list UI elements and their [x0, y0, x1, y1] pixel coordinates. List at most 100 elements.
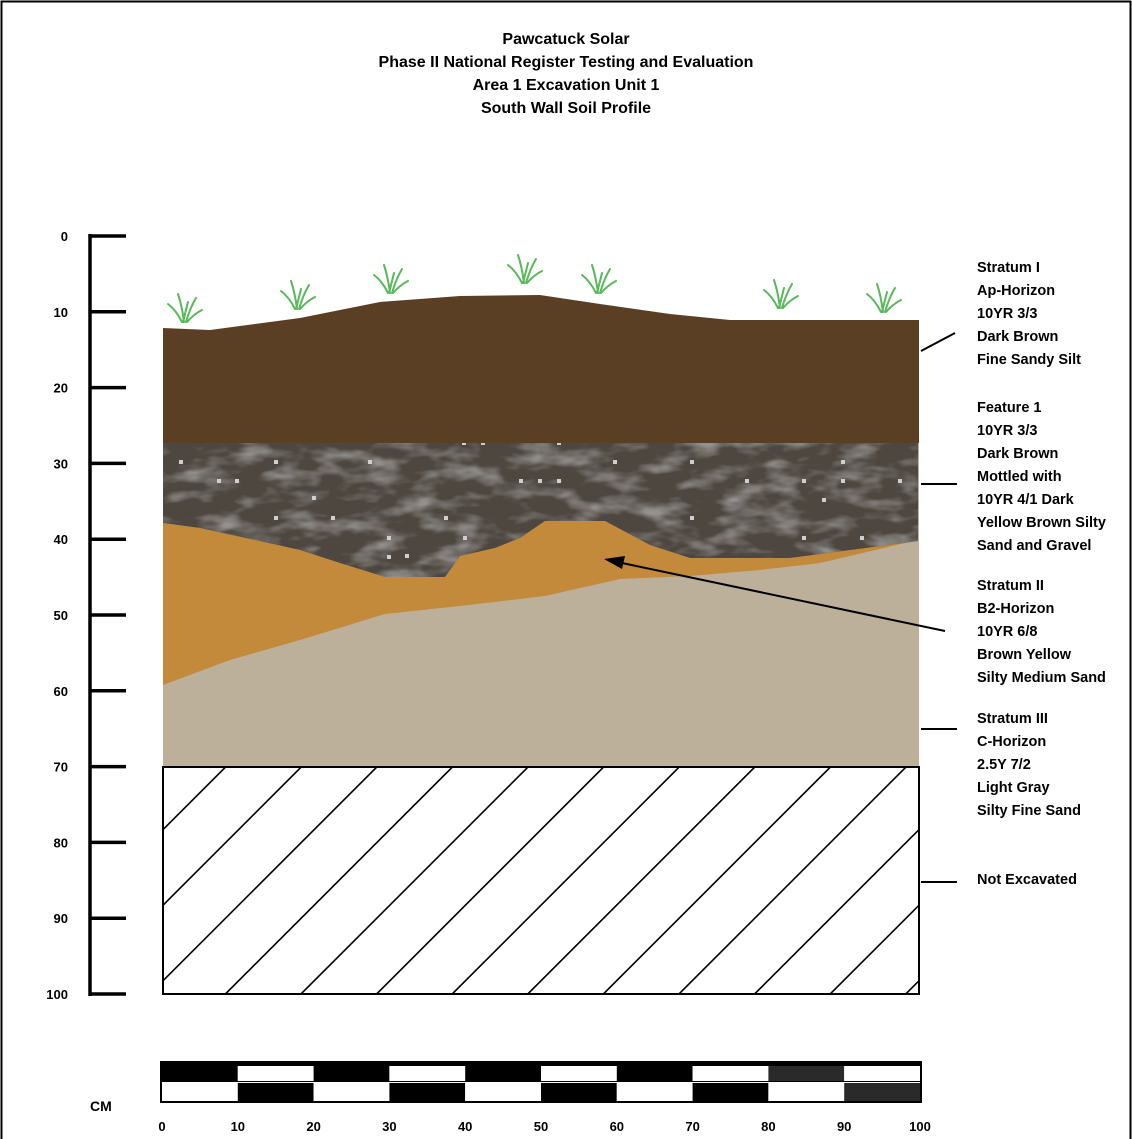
bar-scale-cell — [844, 1083, 920, 1101]
legend-stratum-1-line-5: Fine Sandy Silt — [977, 352, 1081, 368]
bar-scale-tick-label: 60 — [610, 1119, 624, 1134]
bar-scale-cell — [844, 1065, 920, 1082]
gravel-fleck — [519, 479, 523, 483]
gravel-fleck — [312, 496, 316, 500]
bar-scale-cell — [768, 1065, 845, 1082]
depth-tick-label: 40 — [54, 532, 68, 547]
bar-scale-tick-label: 70 — [685, 1119, 699, 1134]
bar-scale-tick-label: 20 — [306, 1119, 320, 1134]
legend-not-excavated-line-1: Not Excavated — [977, 872, 1077, 888]
gravel-fleck — [387, 536, 391, 540]
bar-scale-tick-label: 30 — [382, 1119, 396, 1134]
grass-tuft — [866, 283, 902, 313]
legend-stratum-1-line-1: Stratum I — [977, 260, 1040, 276]
gravel-fleck — [217, 479, 221, 483]
bar-scale-tick-label: 0 — [158, 1119, 165, 1134]
bar-scale-tick-label: 80 — [761, 1119, 775, 1134]
legend-leaders — [920, 332, 957, 883]
bar-scale-cell — [541, 1083, 617, 1101]
bar-scale-cell — [465, 1083, 541, 1101]
grass-tuft — [763, 279, 799, 309]
bar-scale-cell — [162, 1065, 238, 1082]
depth-tick-label: 50 — [54, 608, 68, 623]
depth-tick-label: 20 — [54, 381, 68, 396]
depth-tick-label: 90 — [54, 911, 68, 926]
gravel-fleck — [822, 498, 826, 502]
depth-tick-label: 30 — [54, 456, 68, 471]
gravel-fleck — [841, 460, 845, 464]
depth-tick-label: 80 — [54, 835, 68, 850]
legend-feature-1-line-3: Dark Brown — [977, 446, 1058, 462]
gravel-fleck — [235, 479, 239, 483]
bar-scale-cell — [389, 1083, 466, 1101]
title-line-2: Phase II National Register Testing and E… — [379, 54, 754, 71]
title-line-1: Pawcatuck Solar — [502, 31, 629, 48]
bar-scale-unit-label: CM — [90, 1098, 112, 1114]
legend-feature-1-line-4: Mottled with — [977, 469, 1062, 485]
gravel-fleck — [557, 442, 561, 445]
legend-stratum-2-line-4: Brown Yellow — [977, 647, 1072, 663]
legend-stratum-1-line-4: Dark Brown — [977, 329, 1058, 345]
stratum-1-layer — [163, 295, 919, 443]
bar-scale-cell — [162, 1083, 238, 1101]
depth-tick-label: 0 — [61, 229, 68, 244]
gravel-fleck — [690, 516, 694, 520]
legend-stratum-3-line-2: C-Horizon — [977, 734, 1046, 750]
stratum-2-arrow — [604, 556, 946, 632]
depth-tick-label: 100 — [46, 987, 68, 1002]
gravel-fleck — [331, 516, 335, 520]
gravel-fleck — [802, 479, 806, 483]
title-line-4: South Wall Soil Profile — [481, 100, 651, 117]
not-excavated-area — [162, 766, 920, 995]
bar-scale-tick-label: 50 — [534, 1119, 548, 1134]
legend-stratum-1-line-3: 10YR 3/3 — [977, 306, 1037, 322]
gravel-fleck — [274, 516, 278, 520]
legend-stratum-2-line-2: B2-Horizon — [977, 601, 1054, 617]
grass-tuft — [507, 254, 543, 284]
legend-stratum-2-line-5: Silty Medium Sand — [977, 670, 1106, 686]
gravel-fleck — [690, 460, 694, 464]
bar-scale-cell — [616, 1083, 693, 1101]
bar-scale-tick-label: 10 — [231, 1119, 245, 1134]
legend-feature-1-line-1: Feature 1 — [977, 400, 1041, 416]
gravel-fleck — [860, 536, 864, 540]
gravel-fleck — [387, 555, 391, 559]
gravel-fleck — [898, 479, 902, 483]
bar-scale-cell — [389, 1065, 466, 1082]
legend-stratum-3-line-4: Light Gray — [977, 780, 1050, 796]
bar-scale-cell — [616, 1065, 693, 1082]
bar-scale-cell — [692, 1065, 769, 1082]
bar-scale-cell — [692, 1083, 769, 1101]
leader-stratum-1 — [920, 332, 956, 352]
gravel-fleck — [481, 442, 485, 445]
bar-scale-cell — [465, 1065, 541, 1082]
stratum-2-layer — [163, 521, 918, 685]
gravel-fleck — [745, 479, 749, 483]
gravel-fleck — [368, 460, 372, 464]
grass-tuft — [373, 264, 409, 294]
gravel-fleck — [405, 554, 409, 558]
legend-stratum-1-line-2: Ap-Horizon — [977, 283, 1055, 299]
legend-stratum-3-line-3: 2.5Y 7/2 — [977, 757, 1031, 773]
bar-scale-cell — [237, 1065, 314, 1082]
depth-tick-label: 70 — [54, 760, 68, 775]
title-line-3: Area 1 Excavation Unit 1 — [473, 77, 660, 94]
legend-feature-1-line-2: 10YR 3/3 — [977, 423, 1037, 439]
bar-scale-cell — [768, 1083, 845, 1101]
bar-scale-cell — [313, 1083, 390, 1101]
gravel-fleck — [444, 516, 448, 520]
bar-scale-cell — [237, 1083, 314, 1101]
bar-scale-cell — [541, 1065, 617, 1082]
gravel-fleck — [179, 460, 183, 464]
depth-tick-label: 10 — [54, 305, 68, 320]
bar-scale-tick-label: 40 — [458, 1119, 472, 1134]
grass-tufts — [167, 254, 902, 323]
legend-stratum-3-line-1: Stratum III — [977, 711, 1048, 727]
legend-feature-1-line-7: Sand and Gravel — [977, 538, 1091, 554]
legend-stratum-2-line-3: 10YR 6/8 — [977, 624, 1037, 640]
gravel-fleck — [802, 536, 806, 540]
